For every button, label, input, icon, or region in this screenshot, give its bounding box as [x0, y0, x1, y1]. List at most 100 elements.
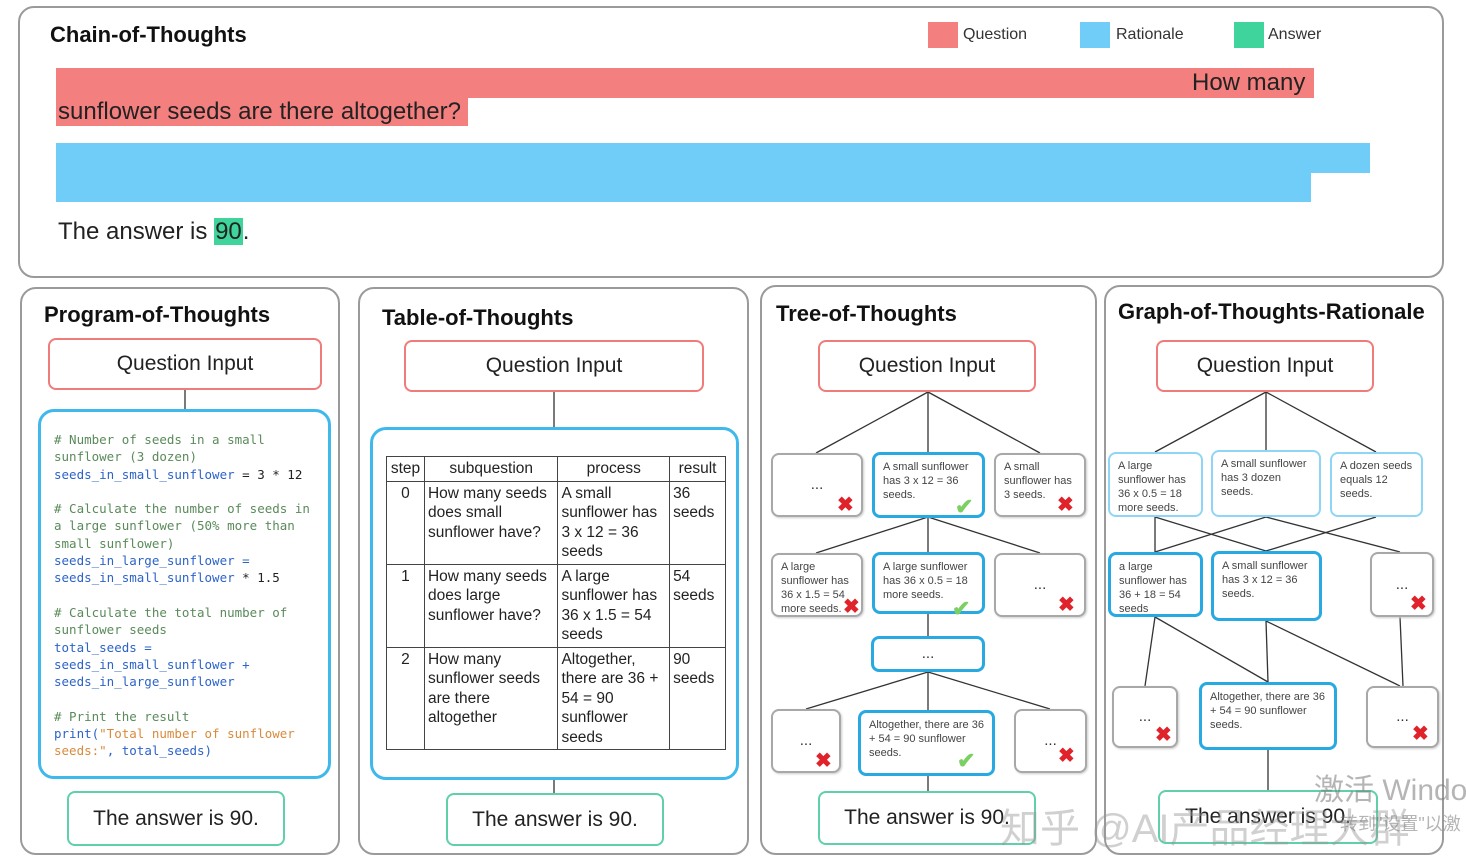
- tree-node-l2-right: ...: [994, 553, 1086, 617]
- code-comment: small sunflower): [54, 535, 175, 551]
- graph-node-dots-left: ...: [1112, 686, 1178, 748]
- cross-icon: ✖: [1410, 593, 1427, 615]
- cross-icon: ✖: [1155, 724, 1172, 746]
- tree-node-l3-center: ...: [871, 636, 985, 672]
- cot-title: Chain-of-Thoughts: [50, 22, 247, 47]
- graph-node-text: a large sunflower has 36 + 18 = 54 seeds: [1119, 561, 1187, 615]
- table-header-row: step subquestion process result: [386, 456, 726, 482]
- code-print: print(: [54, 726, 100, 742]
- cross-icon: ✖: [1412, 723, 1429, 745]
- code-comment: # Print the result: [54, 708, 190, 724]
- cross-icon: ✖: [837, 494, 854, 516]
- legend-question-swatch: [928, 22, 958, 48]
- tree-node-text: A large sunflower has 36 x 1.5 = 54 more…: [781, 561, 849, 615]
- graph-node-2: A small sunflower has 3 dozen seeds.: [1211, 450, 1321, 517]
- question-highlight-line1: [56, 68, 1314, 98]
- graph-node-text: Altogether, there are 36 + 54 = 90 sunfl…: [1210, 691, 1325, 731]
- code-comment: # Number of seeds in a small: [54, 432, 265, 447]
- cot-answer-suffix: .: [242, 218, 250, 245]
- cot-answer-line: The answer is 90.: [58, 218, 249, 246]
- tot-answer-box: The answer is 90.: [446, 793, 664, 846]
- cell-subquestion: How many sunflower seeds are there altog…: [423, 646, 559, 750]
- tot-question-box: Question Input: [404, 340, 704, 392]
- code-variable: seeds_in_small_sunflower +: [54, 656, 250, 672]
- cell-process: A large sunflower has 36 x 1.5 = 54 seed…: [557, 563, 671, 648]
- tree-node-l1-mid: A small sunflower has 3 x 12 = 36 seeds.: [872, 452, 985, 518]
- legend-answer-label: Answer: [1268, 26, 1322, 43]
- cell-subquestion: How many seeds does large sunflower have…: [423, 563, 559, 648]
- check-icon: ✔: [952, 596, 971, 621]
- code-variable: seeds_in_small_sunflower: [54, 570, 235, 586]
- watermark-settings: 转到"设置"以激: [1340, 814, 1461, 834]
- watermark-zhihu: 知乎 @AI产品经理大群: [1000, 807, 1410, 851]
- pot-title: Program-of-Thoughts: [44, 302, 271, 327]
- cot-panel: [18, 6, 1444, 278]
- col-header-subquestion: subquestion: [423, 456, 559, 482]
- cross-icon: ✖: [815, 750, 832, 772]
- legend-rationale-swatch: [1080, 22, 1110, 48]
- code-variable: seeds_in_small_sunflower: [54, 466, 235, 482]
- question-text-part1: How many: [1192, 69, 1306, 96]
- tree-node-l2-left: A large sunflower has 36 x 1.5 = 54 more…: [771, 553, 863, 617]
- graph-node-dots: ...: [1395, 575, 1409, 593]
- tree-node-text: A small sunflower has 3 seeds.: [1004, 461, 1072, 501]
- graph-node-text: A large sunflower has 36 x 0.5 = 18 more…: [1118, 460, 1186, 514]
- tree-node-l2-mid: A large sunflower has 36 x 0.5 = 18 more…: [872, 552, 985, 614]
- graph-question-box: Question Input: [1156, 340, 1374, 392]
- code-comment: # Calculate the total number of: [54, 604, 288, 620]
- table-row: 0 How many seeds does small sunflower ha…: [386, 480, 726, 565]
- tree-node-dots: ...: [921, 645, 935, 662]
- code-string: "Total number of sunflower: [99, 726, 295, 742]
- tree-node-l1-left: ...: [771, 453, 863, 517]
- legend-answer-swatch: [1234, 22, 1264, 48]
- tot-title: Table-of-Thoughts: [382, 305, 574, 330]
- graph-node-6: Altogether, there are 36 + 54 = 90 sunfl…: [1199, 682, 1337, 750]
- question-text-part2: sunflower seeds are there altogether?: [58, 98, 461, 125]
- pot-answer-box: The answer is 90.: [67, 791, 285, 846]
- code-expr: * 1.5: [234, 570, 280, 586]
- code-comment: # Calculate the number of seeds in: [54, 501, 310, 517]
- graph-node-dots-right: ...: [1370, 552, 1434, 617]
- pot-code-box: [38, 409, 331, 779]
- check-icon: ✔: [957, 748, 976, 773]
- tree-node-dots: ...: [1033, 576, 1047, 593]
- cell-result: 36 seeds: [669, 480, 726, 565]
- thought-table: step subquestion process result 0 How ma…: [386, 456, 726, 750]
- graph-node-5: A small sunflower has 3 x 12 = 36 seeds.: [1211, 551, 1322, 621]
- graph-node-text: A dozen seeds equals 12 seeds.: [1340, 460, 1413, 500]
- graph-node-1: A large sunflower has 36 x 0.5 = 18 more…: [1108, 452, 1203, 517]
- cot-answer-value: 90: [214, 218, 243, 245]
- tree-node-dots: ...: [1044, 732, 1057, 749]
- graph-answer-box: The answer is 90.: [1158, 790, 1378, 844]
- question-highlight-line2: [56, 98, 468, 126]
- tree-node-text: Altogether, there are 36 + 54 = 90 sunfl…: [869, 719, 984, 759]
- legend-rationale-label: Rationale: [1116, 26, 1184, 43]
- graph-node-text: A small sunflower has 3 x 12 = 36 seeds.: [1222, 560, 1308, 600]
- tree-question-box: Question Input: [818, 340, 1036, 392]
- col-header-step: step: [386, 456, 425, 482]
- cell-result: 54 seeds: [669, 563, 726, 648]
- tree-node-l4-mid: Altogether, there are 36 + 54 = 90 sunfl…: [858, 710, 995, 776]
- pot-code: # Number of seeds in a small sunflower (…: [54, 431, 310, 760]
- code-variable: seeds_in_large_sunflower =: [54, 553, 250, 569]
- tree-node-text: A large sunflower has 36 x 0.5 = 18 more…: [883, 561, 968, 601]
- code-variable: seeds_in_large_sunflower: [54, 674, 235, 690]
- tree-node-l4-left: ...: [771, 709, 841, 773]
- cross-icon: ✖: [1058, 594, 1075, 616]
- table-row: 1 How many seeds does large sunflower ha…: [386, 563, 726, 648]
- code-string: seeds:": [54, 743, 107, 759]
- code-comment: a large sunflower (50% more than: [54, 518, 295, 534]
- tree-node-l4-right: ...: [1014, 709, 1087, 773]
- tree-node-text: A small sunflower has 3 x 12 = 36 seeds.: [883, 461, 969, 501]
- cross-icon: ✖: [1057, 494, 1074, 516]
- code-comment: sunflower (3 dozen): [54, 449, 197, 465]
- cross-icon: ✖: [843, 596, 860, 618]
- cell-subquestion: How many seeds does small sunflower have…: [423, 480, 559, 565]
- cot-answer-prefix: The answer is: [58, 218, 215, 245]
- graph-node-text: A small sunflower has 3 dozen seeds.: [1221, 458, 1307, 498]
- legend-question-label: Question: [963, 26, 1028, 43]
- table-row: 2 How many sunflower seeds are there alt…: [386, 646, 726, 750]
- code-variable: total_seeds =: [54, 639, 152, 655]
- rationale-highlight-line1: [56, 143, 1370, 173]
